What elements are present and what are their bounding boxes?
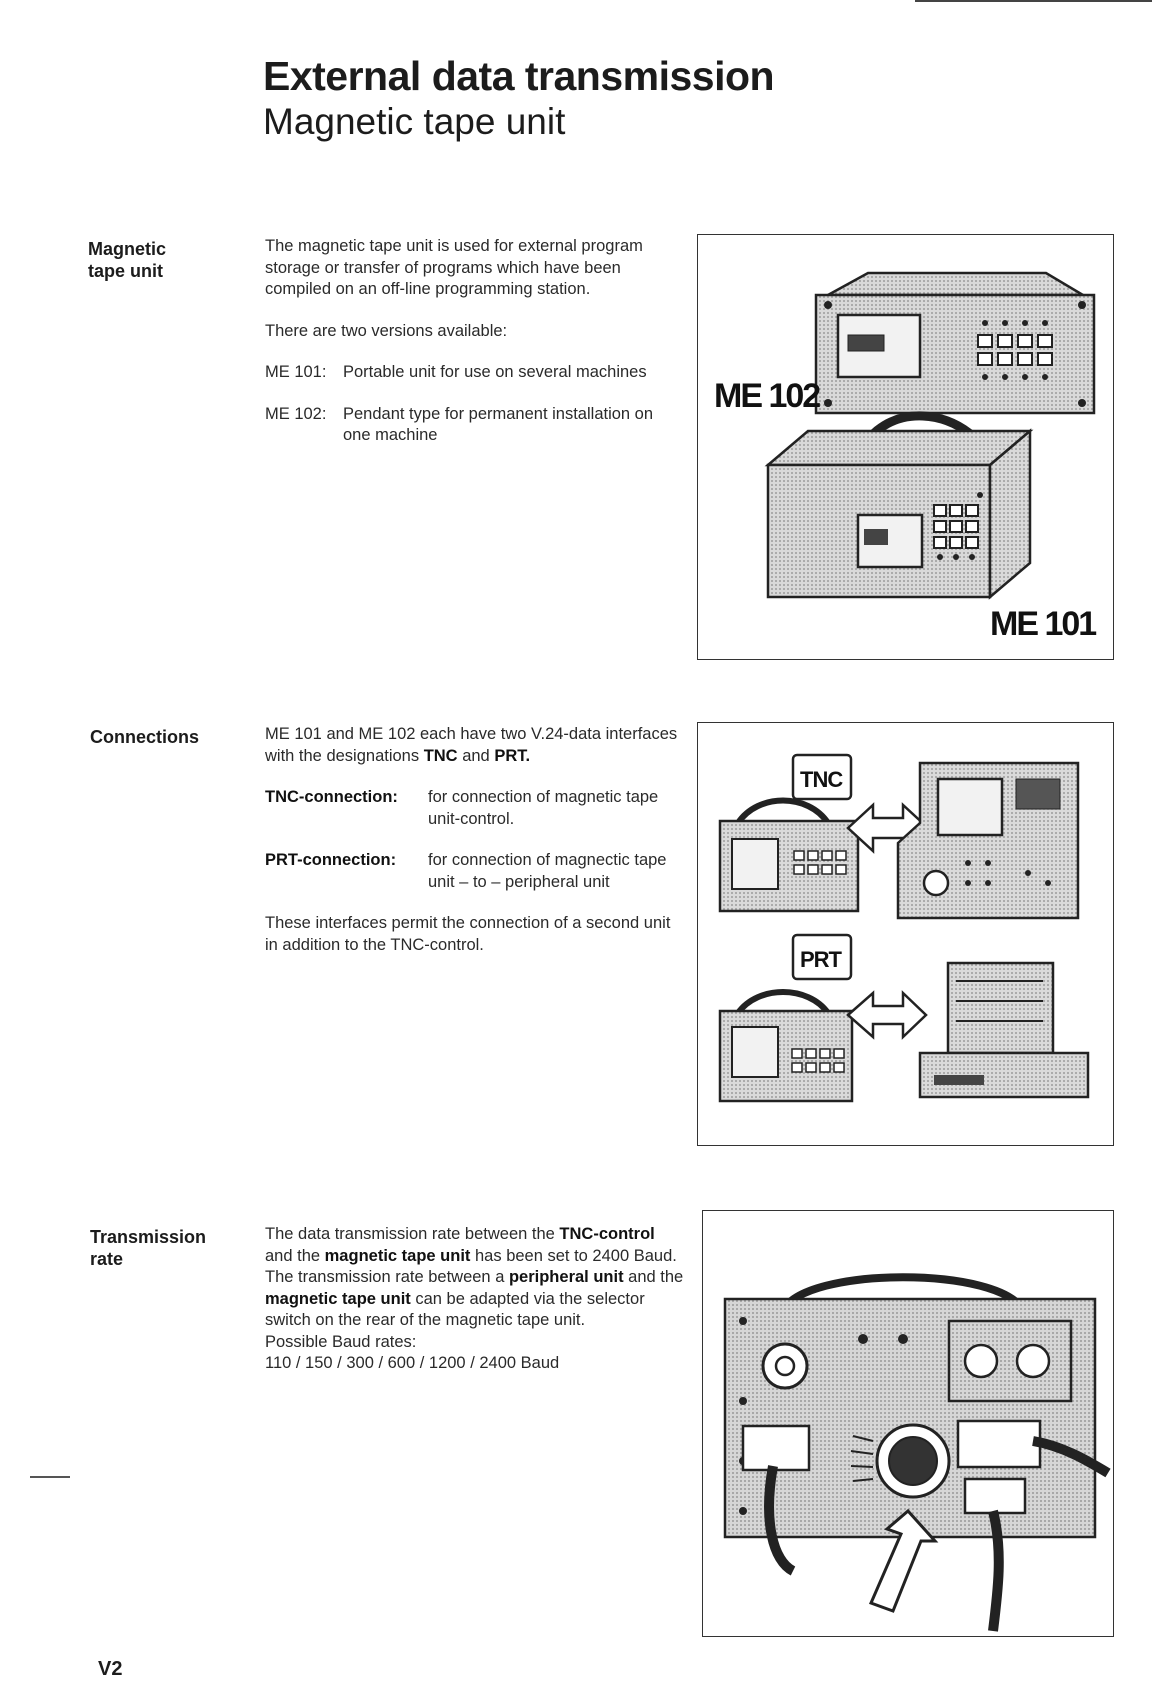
rate-text: can be adapted via the selector switch o… — [265, 1289, 645, 1330]
page-subtitle: Magnetic tape unit — [263, 101, 566, 142]
connections-closing: These interfaces permit the connection o… — [265, 914, 671, 954]
baud-rate-list: 110 / 150 / 300 / 600 / 1200 / 2400 Baud — [265, 1354, 560, 1372]
tape-unit-text: The magnetic tape unit is used for exter… — [265, 236, 675, 447]
connection-item: PRT-connection: for connection of magnec… — [265, 850, 685, 893]
section-heading-connections: Connections — [90, 727, 200, 747]
rate-text: and the — [265, 1246, 325, 1265]
version-term: ME 101: — [265, 363, 327, 381]
connections-text: ME 101 and ME 102 each have two V.24-dat… — [265, 724, 685, 976]
margin-mark — [30, 1476, 70, 1478]
connection-item: TNC-connection: for connection of magnet… — [265, 787, 685, 830]
intro-tnc: TNC — [423, 746, 458, 765]
label-tnc: TNC — [800, 767, 843, 792]
intro-text: ME 101 and ME 102 each have two V.24-dat… — [265, 725, 678, 765]
version-desc: Pendant type for permanent installation … — [343, 404, 654, 445]
rate-bold: magnetic tape unit — [324, 1246, 471, 1265]
label-me101: ME 101 — [990, 605, 1096, 643]
intro-prt: PRT. — [494, 746, 531, 765]
figure-selector-switch — [702, 1210, 1114, 1637]
figure-me101-me102: ME 102 ME 101 — [697, 234, 1114, 660]
connection-term: PRT-connection: — [265, 851, 397, 869]
rate-bold: peripheral unit — [508, 1268, 624, 1286]
connection-desc: for connection of magnectic tape unit – … — [428, 851, 667, 891]
rate-text: The data transmission rate between the — [265, 1225, 560, 1243]
label-me102: ME 102 — [714, 377, 820, 415]
possible-baud-rates: Possible Baud rates: — [265, 1332, 417, 1351]
section-heading-tape-unit: Magnetic tape unit — [88, 238, 166, 282]
figure-connections: TNC PRT — [697, 722, 1114, 1146]
paragraph: There are two versions available: — [265, 321, 508, 340]
connections-intro: ME 101 and ME 102 each have two V.24-dat… — [265, 724, 685, 767]
pointer-arrow — [868, 1508, 939, 1613]
version-desc: Portable unit for use on several machine… — [343, 363, 647, 381]
rate-paragraph: The data transmission rate between the T… — [265, 1224, 685, 1332]
intro-and: and — [457, 746, 495, 765]
label-prt: PRT — [800, 947, 843, 972]
section-heading-transmission-rate: Transmission rate — [90, 1226, 206, 1270]
page-title: External data transmission — [263, 53, 775, 99]
page-number: V2 — [98, 1658, 123, 1680]
transmission-rate-text: The data transmission rate between the T… — [265, 1224, 685, 1375]
rate-text: has been set to 2400 Baud. The transmiss… — [265, 1246, 677, 1287]
heading-line: Magnetic — [88, 239, 167, 259]
rear-panel-illustration — [723, 1273, 1111, 1632]
version-item: ME 101: Portable unit for use on several… — [265, 362, 675, 384]
heading-line: tape unit — [88, 261, 163, 281]
connections-illustration: TNC PRT — [718, 753, 1090, 1103]
top-rule — [915, 0, 1152, 2]
heading-line: rate — [90, 1249, 124, 1269]
heading-line: Transmission — [90, 1227, 207, 1247]
rate-bold: magnetic tape unit — [265, 1289, 411, 1308]
version-term: ME 102: — [265, 404, 327, 423]
paragraph: The magnetic tape unit is used for exter… — [265, 237, 643, 298]
rate-text: and the — [623, 1268, 684, 1286]
connection-term: TNC-connection: — [265, 788, 398, 806]
version-item: ME 102: Pendant type for permanent insta… — [265, 404, 675, 447]
tape-units-illustration: ME 102 ME 101 — [714, 271, 1098, 643]
rate-bold: TNC-control — [559, 1225, 655, 1243]
connection-desc: for connection of magnetic tape unit-con… — [428, 788, 659, 828]
